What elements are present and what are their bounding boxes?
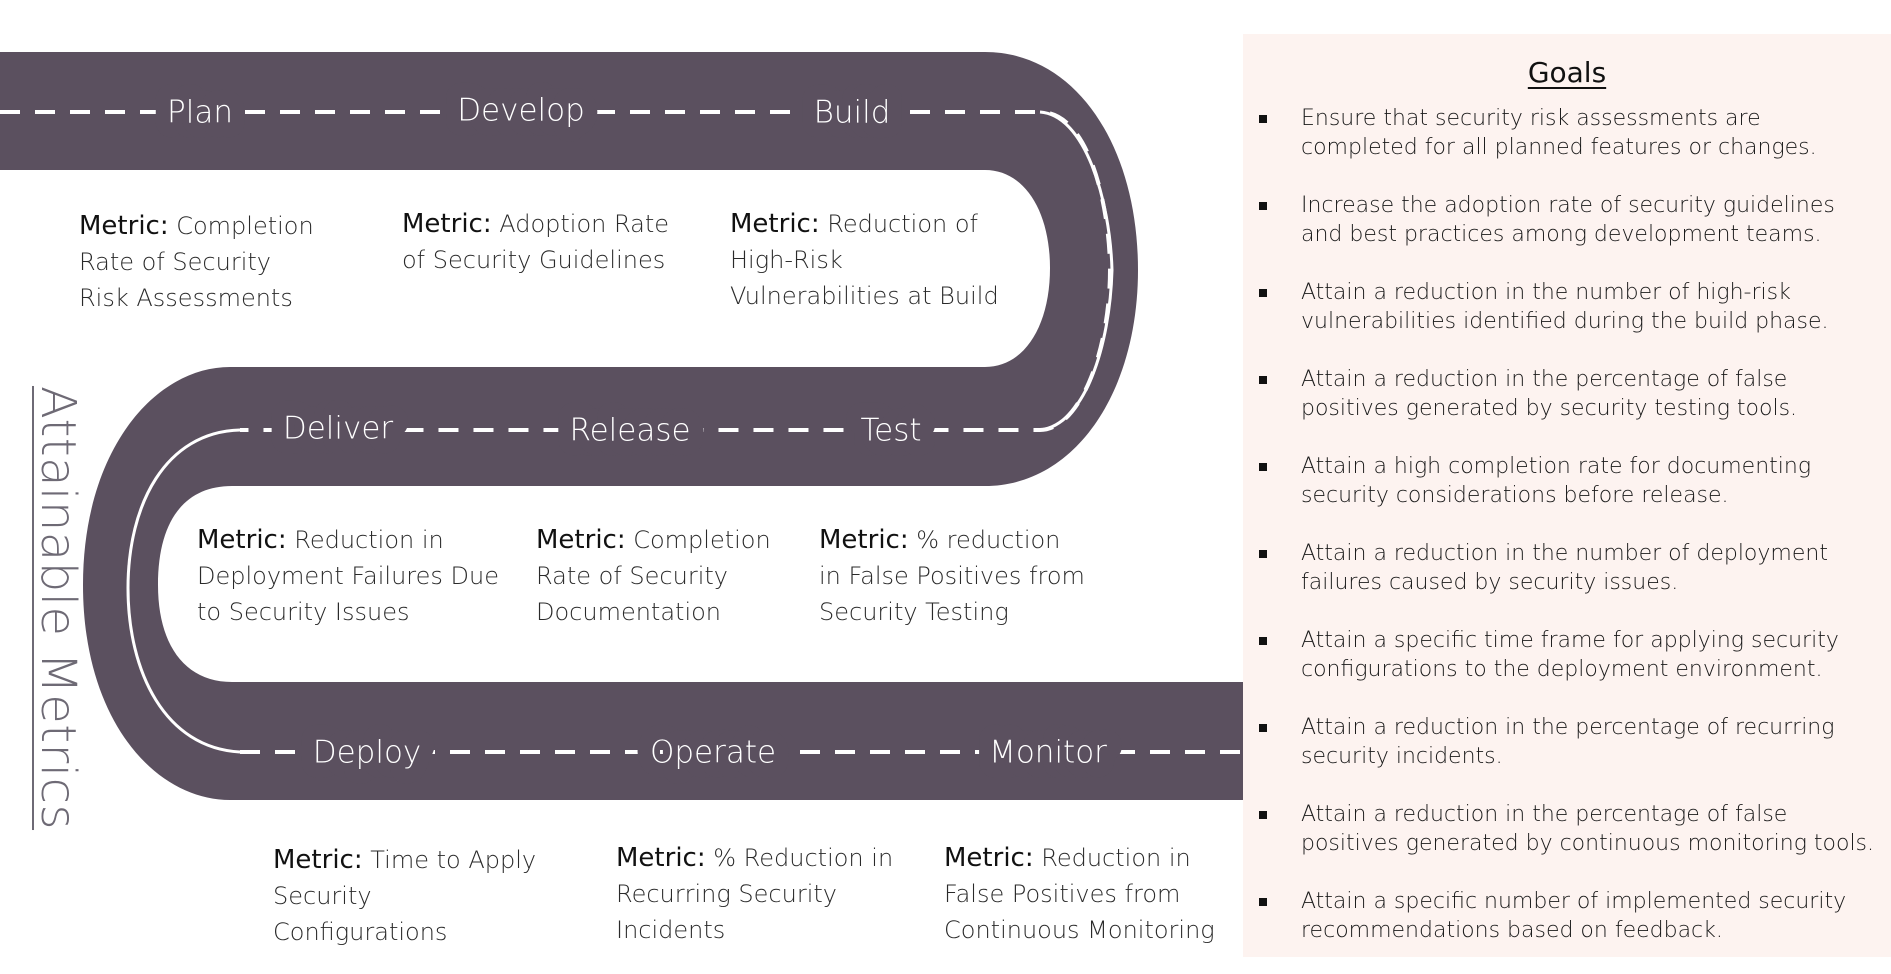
metric-operate: Metric: % Reduction in Recurring Securit… xyxy=(616,840,906,948)
goal-text: Attain a reduction in the percentage of … xyxy=(1301,367,1798,421)
bullet-icon xyxy=(1259,811,1267,819)
metric-deliver: Metric: Reduction in Deployment Failures… xyxy=(197,522,517,630)
metric-plan: Metric: Completion Rate of Security Risk… xyxy=(79,208,319,316)
metric-deploy: Metric: Time to Apply Security Configura… xyxy=(273,842,553,950)
bullet-icon xyxy=(1259,463,1267,471)
bullet-icon xyxy=(1259,202,1267,210)
goal-text: Attain a reduction in the percentage of … xyxy=(1301,715,1835,769)
goals-title: Goals xyxy=(1527,56,1607,89)
bullet-icon xyxy=(1259,550,1267,558)
stage-build: Build xyxy=(814,95,891,131)
metric-label: Metric: xyxy=(616,843,706,873)
goal-item: Attain a reduction in the percentage of … xyxy=(1243,713,1891,770)
metric-develop: Metric: Adoption Rate of Security Guidel… xyxy=(402,206,672,278)
road-center-line-curve xyxy=(1039,110,1114,432)
goal-text: Attain a reduction in the percentage of … xyxy=(1301,802,1875,856)
goal-item: Attain a specific number of implemented … xyxy=(1243,887,1891,944)
goal-item: Attain a reduction in the percentage of … xyxy=(1243,800,1891,857)
bullet-icon xyxy=(1259,637,1267,645)
goal-text: Attain a specific time frame for applyin… xyxy=(1301,628,1839,682)
goal-text: Attain a specific number of implemented … xyxy=(1301,889,1847,943)
metric-build: Metric: Reduction of High-Risk Vulnerabi… xyxy=(730,206,1000,314)
goal-text: Attain a high completion rate for docume… xyxy=(1301,454,1812,508)
metric-monitor: Metric: Reduction in False Positives fro… xyxy=(944,840,1244,948)
metric-text: % Reduction in Recurring Security Incide… xyxy=(616,844,894,944)
metric-label: Metric: xyxy=(819,525,909,555)
road-center-line-left-curve xyxy=(126,428,241,754)
metric-label: Metric: xyxy=(402,209,492,239)
bullet-icon xyxy=(1259,724,1267,732)
stage-test: Test xyxy=(860,413,921,449)
metric-text: Reduction in Deployment Failures Due to … xyxy=(197,526,499,626)
goal-item: Attain a reduction in the number of depl… xyxy=(1243,539,1891,596)
metric-label: Metric: xyxy=(536,525,626,555)
metric-label: Metric: xyxy=(730,209,820,239)
metric-text: % reduction in False Positives from Secu… xyxy=(819,526,1085,626)
goal-text: Ensure that security risk assessments ar… xyxy=(1301,106,1817,160)
bullet-icon xyxy=(1259,289,1267,297)
metric-label: Metric: xyxy=(197,525,287,555)
metric-label: Metric: xyxy=(944,843,1034,873)
goal-item: Increase the adoption rate of security g… xyxy=(1243,191,1891,248)
metric-label: Metric: xyxy=(79,211,169,241)
goal-text: Increase the adoption rate of security g… xyxy=(1301,193,1835,247)
bullet-icon xyxy=(1259,376,1267,384)
goal-item: Attain a reduction in the percentage of … xyxy=(1243,365,1891,422)
stage-deploy: Deploy xyxy=(313,735,422,771)
attainable-metrics-title: Attainable Metrics xyxy=(30,385,86,831)
goal-item: Attain a high completion rate for docume… xyxy=(1243,452,1891,509)
bullet-icon xyxy=(1259,898,1267,906)
metric-text: Completion Rate of Security Risk Assessm… xyxy=(79,212,314,312)
goals-list: Ensure that security risk assessments ar… xyxy=(1243,104,1891,974)
stage-deliver: Deliver xyxy=(283,411,394,447)
goals-panel: Goals Ensure that security risk assessme… xyxy=(1243,34,1891,957)
stage-develop: Develop xyxy=(457,93,585,129)
metric-text: Time to Apply Security Configurations xyxy=(273,846,537,946)
metric-release: Metric: Completion Rate of Security Docu… xyxy=(536,522,776,630)
metric-text: Reduction of High-Risk Vulnerabilities a… xyxy=(730,210,999,310)
goal-text: Attain a reduction in the number of high… xyxy=(1301,280,1829,334)
stage-monitor: Monitor xyxy=(989,735,1107,771)
goal-item: Attain a reduction in the number of high… xyxy=(1243,278,1891,335)
metric-test: Metric: % reduction in False Positives f… xyxy=(819,522,1089,630)
metric-label: Metric: xyxy=(273,845,363,875)
goal-item: Attain a specific time frame for applyin… xyxy=(1243,626,1891,683)
stage-plan: Plan xyxy=(167,95,233,131)
stage-operate: Operate xyxy=(650,735,776,771)
metric-text: Completion Rate of Security Documentatio… xyxy=(536,526,771,626)
goal-text: Attain a reduction in the number of depl… xyxy=(1301,541,1828,595)
metric-text: Adoption Rate of Security Guidelines xyxy=(402,210,670,274)
road-top-band xyxy=(0,52,1243,800)
goal-item: Ensure that security risk assessments ar… xyxy=(1243,104,1891,161)
stage-release: Release xyxy=(569,413,690,449)
metric-text: Reduction in False Positives from Contin… xyxy=(944,844,1215,944)
bullet-icon xyxy=(1259,115,1267,123)
